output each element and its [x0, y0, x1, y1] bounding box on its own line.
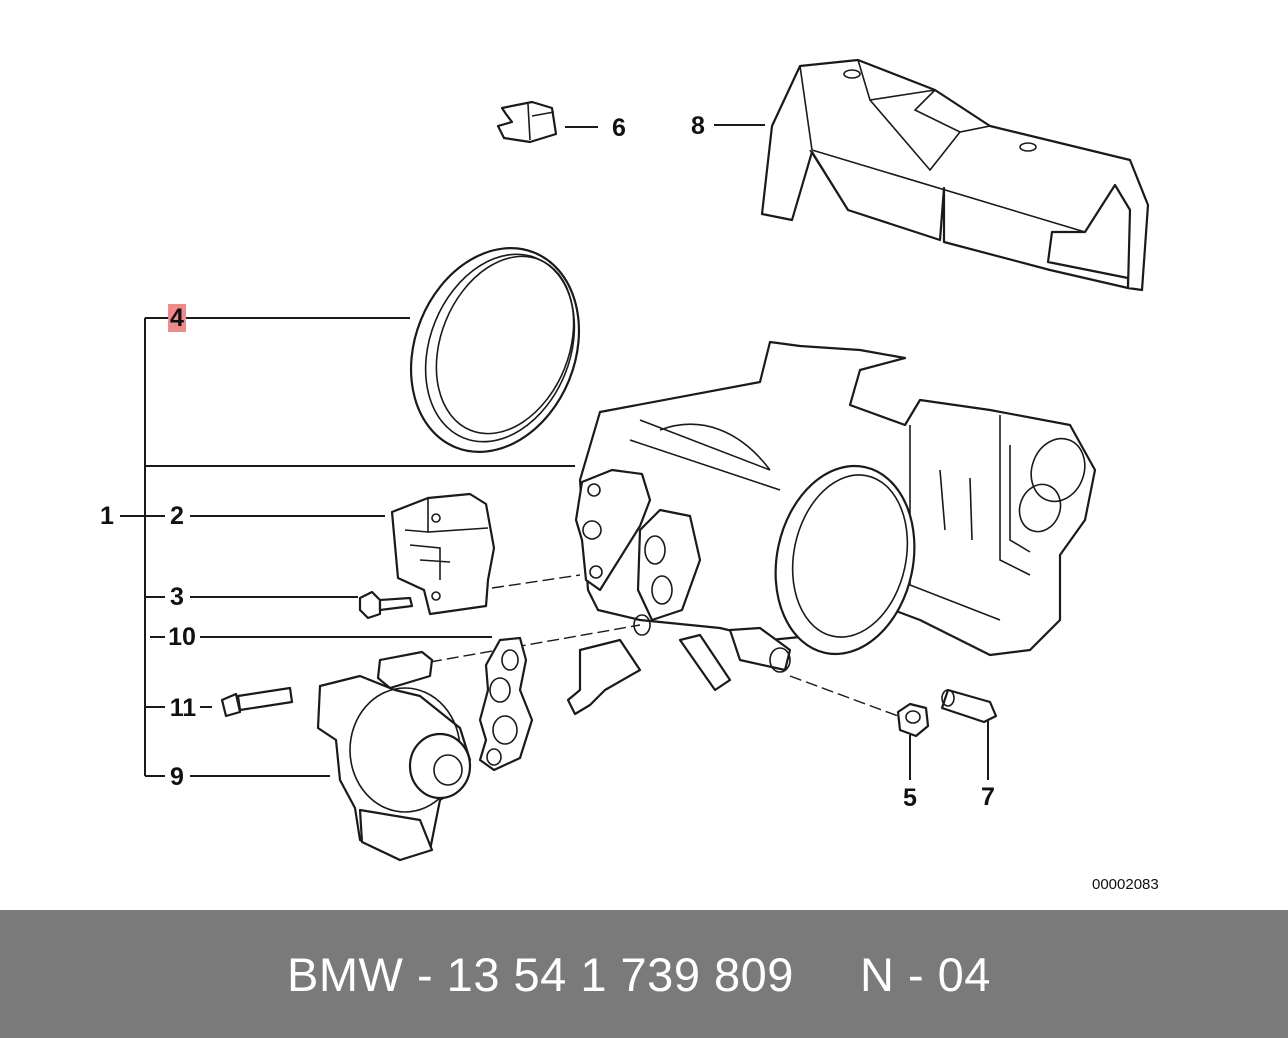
diagram-drawing	[120, 58, 1150, 862]
part-10-gasket	[478, 636, 534, 772]
assembly-lines	[429, 574, 899, 717]
callout-4[interactable]: 4	[168, 304, 186, 332]
part-4-ring	[409, 247, 581, 453]
leader-lines	[120, 124, 989, 780]
footer-caption: BMW - 13 54 1 739 809 N - 04	[287, 947, 991, 1002]
callout-10[interactable]: 10	[168, 623, 196, 651]
callout-8[interactable]: 8	[691, 112, 705, 140]
callout-3[interactable]: 3	[170, 583, 184, 611]
parts-diagram: 1 2 3 4 5 6 7 8 9 10 11 00002083	[100, 58, 1159, 893]
footer-bar: BMW - 13 54 1 739 809 N - 04	[0, 910, 1288, 1038]
callout-2[interactable]: 2	[170, 502, 184, 530]
callout-9[interactable]: 9	[170, 763, 184, 791]
callout-6[interactable]: 6	[612, 114, 626, 142]
throttle-housing	[566, 340, 1097, 716]
part-7-pin	[940, 688, 998, 724]
callout-1[interactable]: 1	[100, 502, 114, 530]
part-8-cover	[760, 58, 1150, 292]
part-5-nut	[896, 702, 930, 738]
drawing-number: 00002083	[1092, 876, 1159, 893]
diagram-position: N - 04	[859, 947, 991, 1001]
part-2-sensor	[390, 492, 496, 616]
part-6-clip	[496, 100, 558, 144]
part-number: BMW - 13 54 1 739 809	[287, 947, 794, 1001]
part-3-screw	[358, 590, 414, 620]
callout-7[interactable]: 7	[981, 783, 995, 811]
callout-5[interactable]: 5	[903, 784, 917, 812]
part-11-bolt	[220, 686, 294, 718]
part-9-actuator	[316, 650, 472, 862]
callout-11[interactable]: 11	[169, 694, 197, 722]
